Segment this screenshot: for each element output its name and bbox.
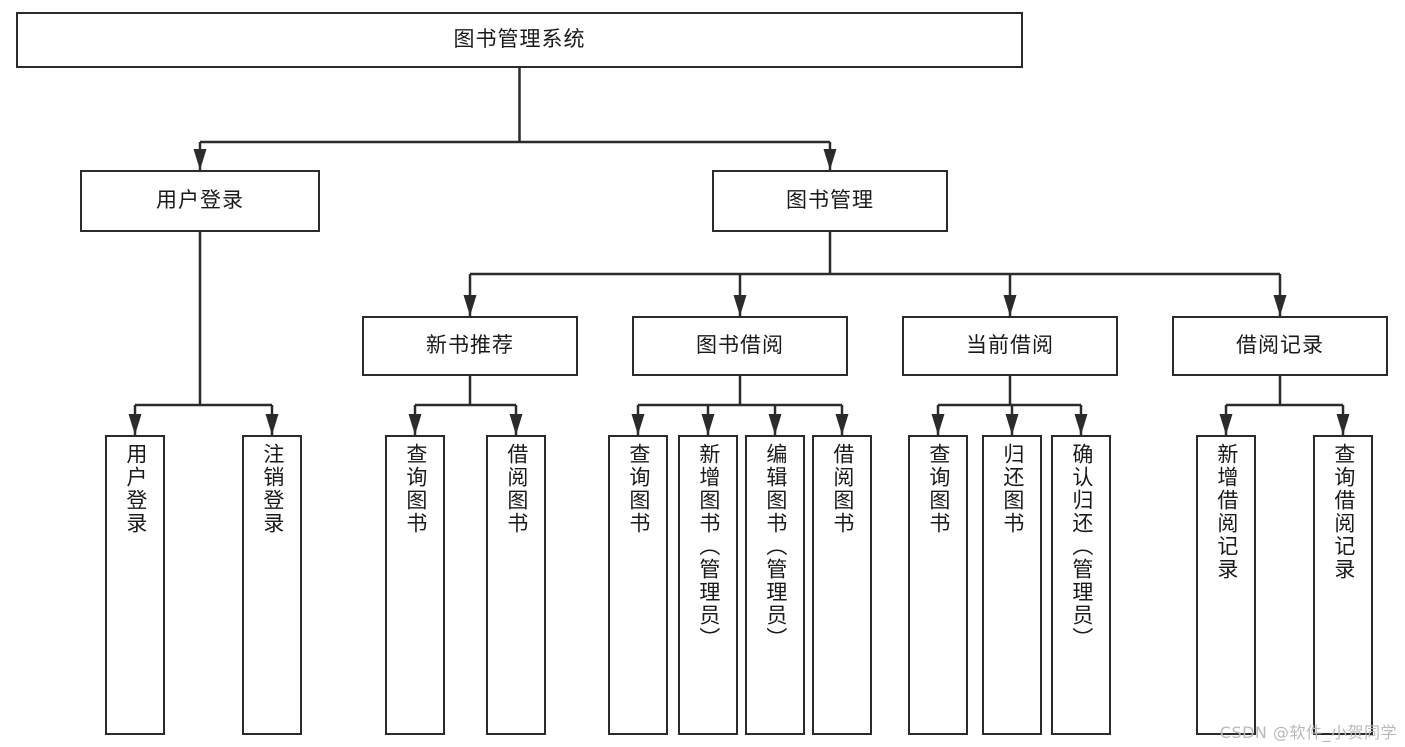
arrowhead-icon [733,295,747,316]
node-label: 查询图书 [926,443,951,535]
node-label: 用户登录 [156,188,244,213]
node-label: 查询借阅记录 [1331,443,1356,581]
node-root[interactable]: 图书管理系统 [16,12,1023,68]
arrowhead-icon [509,414,523,435]
node-label: 图书借阅 [696,333,784,358]
node-label: 编辑图书（管理员） [763,443,788,650]
node-leaf-cb-confirm[interactable]: 确认归还（管理员） [1051,435,1111,735]
node-leaf-br-query[interactable]: 查询借阅记录 [1313,435,1373,735]
arrowhead-icon [631,414,645,435]
node-new-book-rec[interactable]: 新书推荐 [362,316,578,376]
arrowhead-icon [768,414,782,435]
node-book-borrow[interactable]: 图书借阅 [632,316,848,376]
node-label: 新增借阅记录 [1214,443,1239,581]
arrowhead-icon [823,149,837,170]
node-leaf-rec-query[interactable]: 查询图书 [385,435,445,735]
node-leaf-bb-add[interactable]: 新增图书（管理员） [678,435,738,735]
node-label: 借阅记录 [1236,333,1324,358]
arrowhead-icon [193,149,207,170]
node-leaf-bb-query[interactable]: 查询图书 [608,435,668,735]
arrowhead-icon [408,414,422,435]
arrowhead-icon [1336,414,1350,435]
arrowhead-icon [1219,414,1233,435]
arrowhead-icon [1273,295,1287,316]
node-leaf-logout[interactable]: 注销登录 [242,435,302,735]
node-label: 新增图书（管理员） [696,443,721,650]
node-leaf-bb-edit[interactable]: 编辑图书（管理员） [745,435,805,735]
node-label: 查询图书 [626,443,651,535]
arrowhead-icon [835,414,849,435]
node-label: 用户登录 [123,443,148,535]
node-leaf-rec-borrow[interactable]: 借阅图书 [486,435,546,735]
node-label: 图书管理 [786,188,874,213]
node-user-login[interactable]: 用户登录 [80,170,320,232]
arrowhead-icon [265,414,279,435]
arrowhead-icon [1003,295,1017,316]
arrowhead-icon [931,414,945,435]
node-leaf-cb-return[interactable]: 归还图书 [982,435,1042,735]
arrowhead-icon [128,414,142,435]
node-current-borrow[interactable]: 当前借阅 [902,316,1118,376]
node-label: 借阅图书 [830,443,855,535]
node-label: 归还图书 [1000,443,1025,535]
node-book-manage[interactable]: 图书管理 [712,170,948,232]
node-leaf-br-add[interactable]: 新增借阅记录 [1196,435,1256,735]
node-label: 借阅图书 [504,443,529,535]
node-label: 确认归还（管理员） [1069,443,1094,650]
node-label: 新书推荐 [426,333,514,358]
node-label: 图书管理系统 [453,27,586,52]
arrowhead-icon [1074,414,1088,435]
node-label: 注销登录 [260,443,285,535]
node-leaf-user-login[interactable]: 用户登录 [105,435,165,735]
node-label: 当前借阅 [966,333,1054,358]
node-leaf-cb-query[interactable]: 查询图书 [908,435,968,735]
node-label: 查询图书 [403,443,428,535]
arrowhead-icon [463,295,477,316]
node-borrow-record[interactable]: 借阅记录 [1172,316,1388,376]
arrowhead-icon [1005,414,1019,435]
csdn-watermark: CSDN @软件_小贺同学 [1219,723,1397,742]
node-leaf-bb-borrow[interactable]: 借阅图书 [812,435,872,735]
arrowhead-icon [701,414,715,435]
